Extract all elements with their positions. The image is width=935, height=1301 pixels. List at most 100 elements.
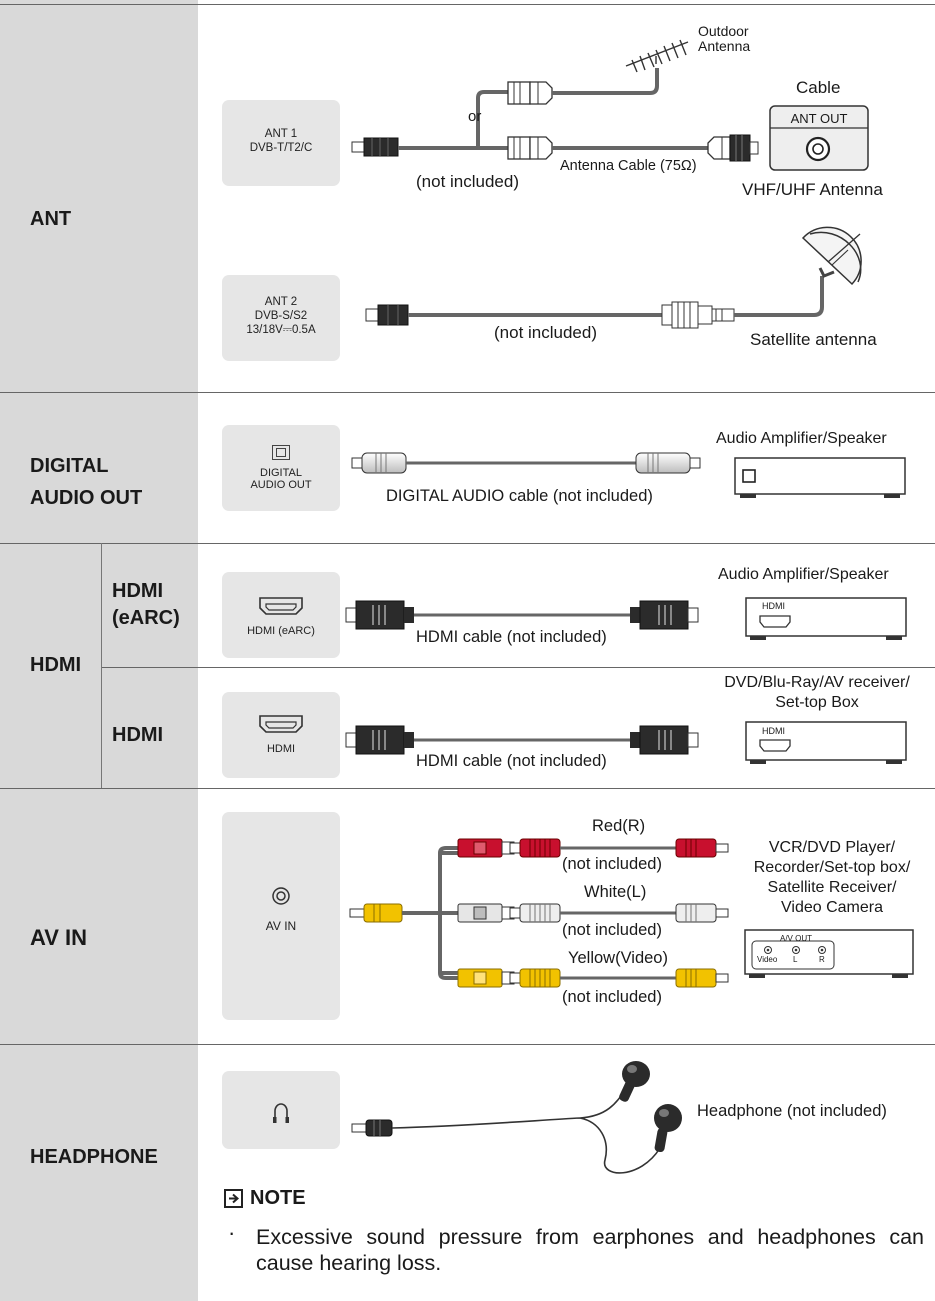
hdmi-plug-earc-right (630, 600, 699, 630)
ant-connector-lower (507, 136, 553, 160)
av-white-not-included: (not included) (562, 921, 662, 939)
satellite-dish-icon (801, 226, 862, 286)
port-hdmi-earc: HDMI (eARC) (222, 572, 340, 658)
port-headphone (222, 1071, 340, 1149)
audio-amplifier-box (734, 457, 906, 498)
av-white-label: White(L) (584, 883, 647, 901)
section-label-headphone: HEADPHONE (30, 1146, 158, 1168)
ant1-not-included: (not included) (416, 172, 520, 191)
hdmi-port-icon (259, 715, 303, 733)
satellite-antenna-label: Satellite antenna (750, 330, 877, 349)
port-ant2-label: ANT 2 DVB-S/S2 13/18V⎓0.5A (246, 296, 316, 336)
label-column (0, 0, 198, 1301)
outdoor-antenna-cable (552, 68, 659, 95)
note-bullet: · (228, 1220, 236, 1245)
cable-title-label: Cable (796, 78, 841, 97)
av-jack-icon (272, 887, 290, 905)
hdmi-plug-left (345, 725, 414, 755)
earbud-upper-icon (619, 1061, 650, 1102)
av-yellow-plug-tv (349, 903, 403, 923)
f-connector (661, 301, 735, 329)
or-label: or (468, 108, 482, 125)
section-label-ant: ANT (30, 208, 72, 230)
port-hdmi: HDMI (222, 692, 340, 778)
av-white-jack (457, 903, 521, 923)
hdmi-plug-right (630, 725, 699, 755)
av-split-cable (402, 851, 458, 975)
av-red-label: Red(R) (592, 817, 646, 835)
av-box-r: R (819, 955, 825, 964)
port-digital-label: DIGITAL AUDIO OUT (250, 467, 312, 491)
optical-port-icon (272, 445, 290, 460)
note-arrow-icon (224, 1189, 243, 1208)
ant1-plug (351, 137, 399, 157)
optical-plug-right (635, 452, 701, 474)
ant-connector-right (707, 134, 759, 162)
hdmi-earc-device-box (745, 597, 907, 640)
section-label-hdmi: HDMI (30, 654, 82, 676)
section-label-hdmi-2: HDMI (112, 724, 164, 746)
port-hdmi-earc-label: HDMI (eARC) (247, 625, 315, 637)
divider-hdmi (0, 788, 935, 789)
av-red-plug-right (675, 838, 729, 858)
divider-ant (0, 392, 935, 393)
hdmi-box-label: HDMI (762, 726, 785, 736)
optical-plug-left (351, 452, 407, 474)
port-digital: DIGITAL AUDIO OUT (222, 425, 340, 511)
av-box-title: A/V OUT (780, 934, 813, 943)
av-red-not-included: (not included) (562, 855, 662, 873)
hdmi-split-line (101, 543, 102, 788)
earbud-lower-icon (654, 1104, 682, 1153)
note-title: NOTE (250, 1187, 306, 1209)
divider-digital (0, 543, 935, 544)
divider-av (0, 1044, 935, 1045)
av-red-plug-left (519, 838, 561, 858)
hdmi-device-label: DVD/Blu-Ray/AV receiver/ Set-top Box (724, 674, 910, 711)
port-av: AV IN (222, 812, 340, 1020)
ant1-branch-cable (476, 90, 508, 148)
section-label-digital: DIGITAL AUDIO OUT (30, 455, 143, 509)
port-ant2: ANT 2 DVB-S/S2 13/18V⎓0.5A (222, 275, 340, 361)
av-white-plug-left (519, 903, 561, 923)
av-yellow-label: Yellow(Video) (568, 949, 668, 967)
av-yellow-plug-left (519, 968, 561, 988)
av-device-box (744, 929, 914, 978)
hdmi-port-icon (259, 597, 303, 615)
section-label-av: AV IN (30, 925, 88, 950)
av-device-label: VCR/DVD Player/ Recorder/Set-top box/ Sa… (753, 839, 911, 916)
hdmi-plug-earc-left (345, 600, 414, 630)
ant-connector-upper (507, 81, 553, 105)
headphone-device-label: Headphone (not included) (697, 1102, 887, 1120)
digital-cable-label: DIGITAL AUDIO cable (not included) (386, 487, 653, 505)
divider-top (0, 4, 935, 5)
port-av-label: AV IN (265, 919, 297, 933)
hdmi-earc-device-label: Audio Amplifier/Speaker (718, 566, 889, 583)
av-box-l: L (793, 955, 798, 964)
av-yellow-plug-right (675, 968, 729, 988)
av-yellow-not-included: (not included) (562, 988, 662, 1006)
av-white-plug-right (675, 903, 729, 923)
outdoor-antenna-label: Outdoor Antenna (698, 23, 751, 54)
ant2-plug (365, 304, 409, 326)
hdmi-device-box (745, 721, 907, 764)
note-text: Excessive sound pressure from earphones … (256, 1225, 924, 1275)
digital-device-label: Audio Amplifier/Speaker (716, 430, 887, 447)
ant-out-label: ANT OUT (790, 111, 848, 126)
cable-wall-outlet (769, 105, 869, 171)
headphone-jack-icon (273, 1103, 289, 1123)
port-ant1: ANT 1 DVB-T/T2/C (222, 100, 340, 186)
ant2-not-included: (not included) (494, 323, 598, 342)
antenna-cable-label: Antenna Cable (75Ω) (560, 158, 697, 174)
headphone-cable (391, 1085, 661, 1174)
satellite-cable (734, 276, 824, 317)
hdmi-earc-cable-label: HDMI cable (not included) (416, 628, 607, 646)
hdmi-earc-box-label: HDMI (762, 601, 785, 611)
port-hdmi-label: HDMI (266, 743, 296, 755)
hdmi-cable-label: HDMI cable (not included) (416, 752, 607, 770)
av-yellow-jack (457, 968, 521, 988)
av-box-video: Video (757, 955, 778, 964)
port-ant1-label: ANT 1 DVB-T/T2/C (249, 128, 313, 154)
section-label-hdmi-earc: HDMI (eARC) (112, 580, 180, 629)
outdoor-antenna-icon (625, 39, 689, 73)
